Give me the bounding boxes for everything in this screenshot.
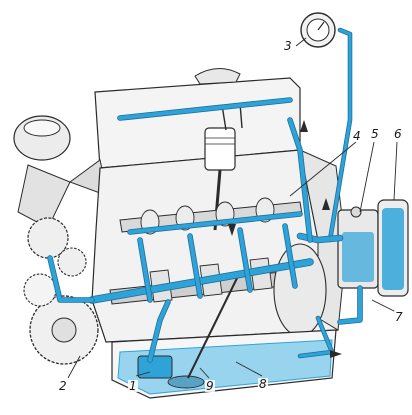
- oil-line-filter-to-gallery: [297, 233, 343, 243]
- leader-3: [295, 37, 307, 47]
- oil-line-camshaft-bearings: [128, 212, 302, 234]
- oil-dipstick: [187, 271, 241, 379]
- oil-line-filter-outlet: [338, 286, 362, 324]
- timing-gear: [57, 247, 87, 277]
- callout-7: 7: [394, 310, 404, 324]
- oil-line-pump-pickup: [148, 300, 170, 362]
- oil-pressure-gauge-needle: [317, 21, 325, 31]
- timing-gear: [27, 217, 69, 259]
- leader-9: [199, 367, 210, 379]
- oil-filler-cap: [194, 68, 241, 85]
- oil-line-crank-bearing: [283, 224, 297, 288]
- leader-5: [359, 141, 375, 213]
- callout-5: 5: [370, 127, 380, 141]
- oil-flow-arrow: [228, 224, 236, 236]
- leader-7: [371, 299, 397, 313]
- oil-strainer: [167, 375, 205, 389]
- oil-circuit-group: [47, 27, 404, 395]
- oil-line-filter-outlet-outline: [337, 285, 363, 325]
- air-filter-top: [23, 119, 61, 137]
- leader-1: [135, 371, 151, 377]
- leader-8: [235, 361, 263, 377]
- callout-9: 9: [205, 379, 215, 393]
- oil-filter-housing-chamber: [342, 232, 374, 282]
- callout-2: 2: [58, 379, 68, 393]
- oil-line-rocker-shaft: [118, 98, 292, 120]
- callout-1: 1: [128, 379, 138, 393]
- oil-filter-oil-chamber: [382, 208, 404, 290]
- oil-line-timing-gears: [48, 256, 94, 302]
- oil-line-head-supply: [288, 118, 312, 242]
- oil-main-gallery: [89, 259, 313, 303]
- piston: [204, 127, 236, 171]
- oil-line-crank-bearing: [238, 228, 252, 292]
- leader-4: [289, 141, 357, 197]
- oil-flow-arrow: [330, 350, 342, 358]
- water-pump-gear: [23, 273, 57, 307]
- oil-line-crank-bearing: [138, 238, 152, 302]
- oil-pump: [137, 355, 173, 379]
- filter-cap-bolt: [350, 206, 362, 218]
- leader-2: [67, 355, 81, 379]
- callout-leader-group: [67, 37, 398, 379]
- leader-6: [393, 141, 398, 201]
- valve-cover: [94, 77, 301, 169]
- callout-6: 6: [393, 127, 403, 141]
- crank-pulley-hub: [51, 317, 77, 343]
- callout-3: 3: [283, 39, 293, 53]
- oil-flow-arrow: [300, 120, 308, 132]
- callout-4: 4: [352, 129, 362, 143]
- oil-line-crank-bearing: [188, 234, 202, 298]
- oil-flow-arrow: [322, 198, 330, 210]
- oil-line-gauge-feed: [328, 28, 352, 242]
- callout-8: 8: [258, 377, 268, 391]
